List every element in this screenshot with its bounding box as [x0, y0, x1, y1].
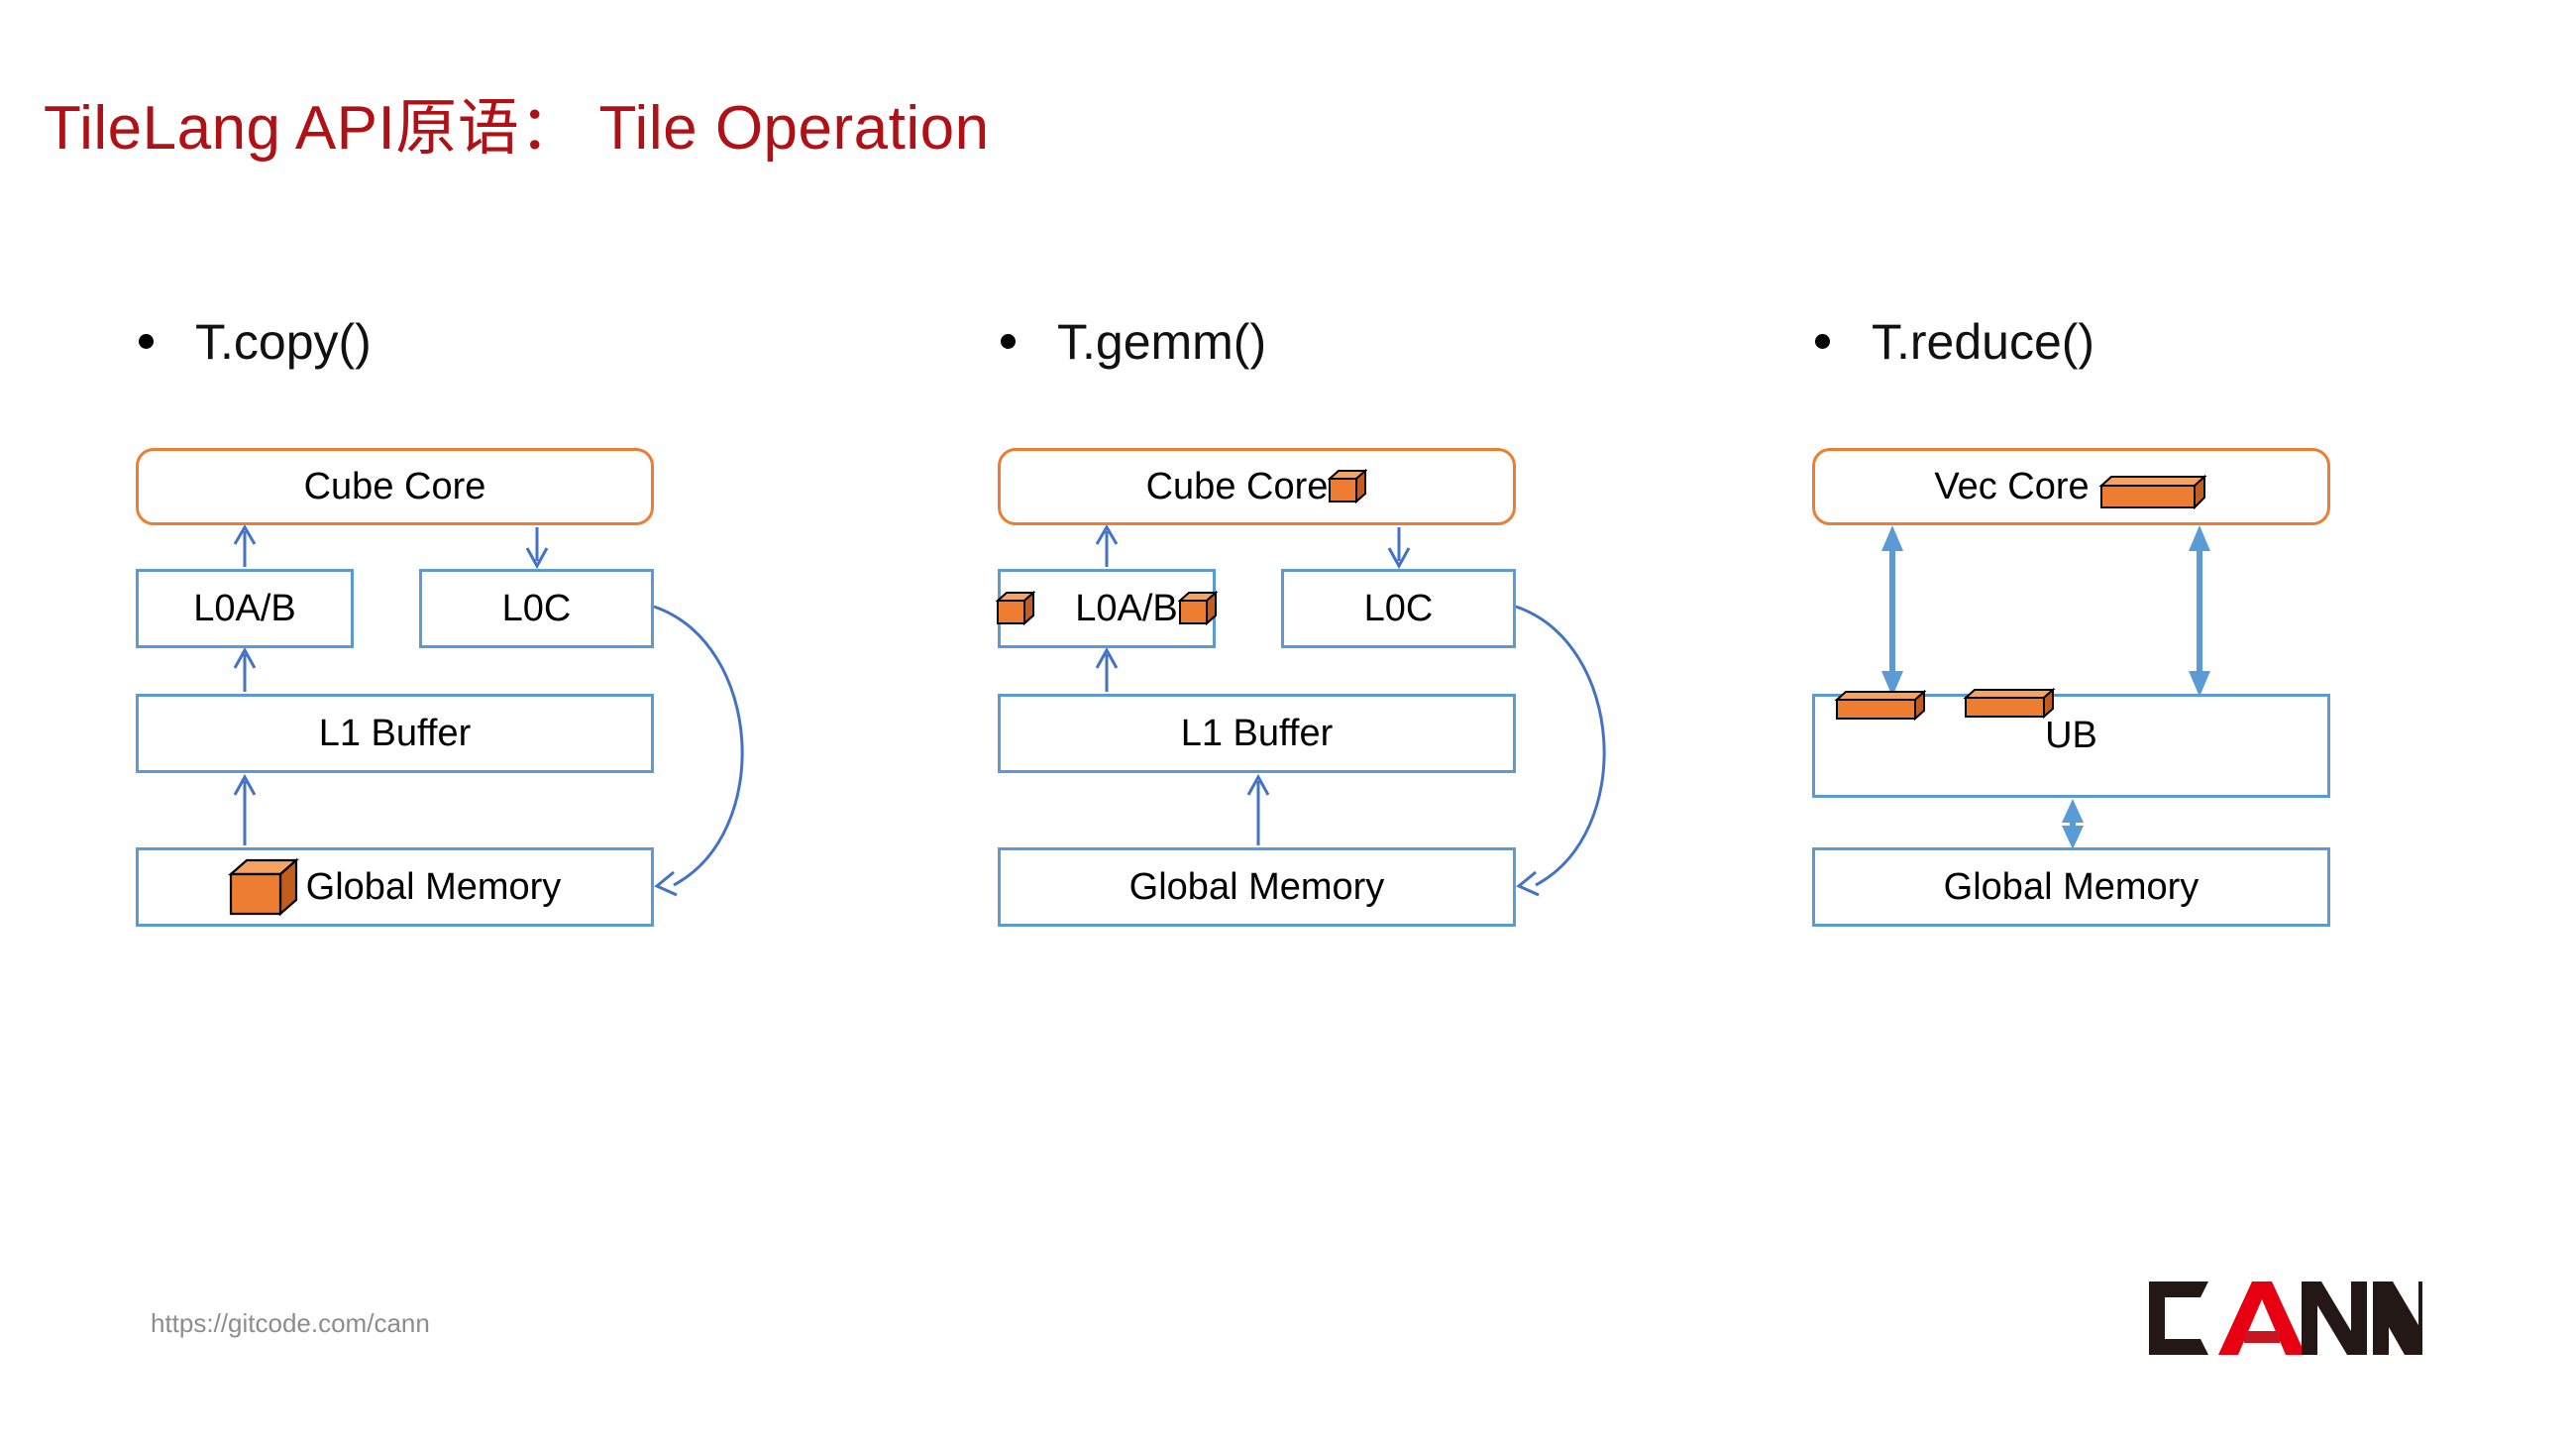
bullet-row-reduce: T.reduce() — [1815, 317, 2094, 367]
cube-icon — [1328, 469, 1368, 504]
cann-logo — [2135, 1274, 2422, 1363]
arrow-veccore-ub-left — [1881, 525, 1903, 697]
box-cube-core[interactable]: Cube Core — [998, 448, 1516, 525]
bullet-dot-icon — [1815, 334, 1830, 349]
arrow-l1-to-l0ab — [233, 646, 257, 692]
arrow-gm-to-l1 — [1246, 773, 1270, 845]
diagram-column-reduce: T.reduce() Vec Core — [1756, 0, 2509, 1090]
box-global-memory[interactable]: Global Memory — [998, 847, 1516, 927]
box-l1-buffer[interactable]: L1 Buffer — [136, 694, 654, 773]
arrow-layer-copy — [233, 524, 744, 897]
arrow-l0ab-to-core — [233, 524, 257, 567]
page-title: TileLang API原语： Tile Operation — [44, 94, 990, 163]
box-label-global-memory: Global Memory — [1128, 865, 1385, 908]
arrow-veccore-ub-right — [2189, 525, 2210, 697]
slab-icon — [1962, 687, 2057, 721]
bullet-label-copy: T.copy() — [195, 314, 372, 370]
box-cube-core[interactable]: Cube Core — [136, 448, 654, 525]
arrow-core-to-l0c — [525, 527, 549, 570]
arrow-core-to-l0c — [1387, 527, 1411, 570]
box-label-l0c: L0C — [501, 587, 572, 629]
box-label-vec-core: Vec Core — [1934, 465, 2090, 507]
box-label-l0ab: L0A/B — [1075, 587, 1178, 629]
slab-icon — [1833, 689, 1928, 723]
arrow-ub-globalmemory — [2062, 799, 2084, 849]
box-label-ub: UB — [2045, 715, 2097, 756]
box-l1-buffer[interactable]: L1 Buffer — [998, 694, 1516, 773]
box-label-l1-buffer: L1 Buffer — [1180, 712, 1334, 754]
slab-icon — [2097, 474, 2208, 511]
footer-url[interactable]: https://gitcode.com/cann — [151, 1308, 430, 1338]
box-label-cube-core: Cube Core — [303, 465, 486, 507]
bullet-row-copy: T.copy() — [139, 317, 372, 367]
box-label-l0ab: L0A/B — [193, 587, 296, 629]
diagram-column-gemm: T.gemm() Cube Core — [941, 0, 1694, 1090]
cube-icon — [1177, 591, 1218, 626]
box-global-memory[interactable]: Global Memory — [1812, 847, 2330, 927]
arrow-l0ab-to-core — [1095, 524, 1119, 567]
bullet-dot-icon — [1001, 334, 1016, 349]
box-global-memory[interactable]: Global Memory — [136, 847, 654, 927]
diagram-column-copy: T.copy() — [79, 0, 832, 1090]
bullet-row-gemm: T.gemm() — [1001, 317, 1266, 367]
arrow-l0c-to-gm-curved — [1515, 605, 1606, 897]
box-vec-core[interactable]: Vec Core — [1812, 448, 2330, 525]
bullet-label-reduce: T.reduce() — [1872, 314, 2095, 370]
arrow-l1-to-l0ab — [1095, 646, 1119, 692]
arrow-layer-reduce — [1881, 525, 2210, 849]
cube-icon — [996, 591, 1036, 626]
bullet-dot-icon — [139, 334, 154, 349]
box-l0ab[interactable]: L0A/B — [136, 569, 354, 648]
box-l0c[interactable]: L0C — [419, 569, 654, 648]
cube-icon — [227, 856, 300, 918]
box-l0ab[interactable]: L0A/B — [996, 569, 1218, 648]
arrow-l0c-to-gm-curved — [653, 605, 744, 897]
arrow-layer-gemm — [1095, 524, 1606, 897]
box-label-cube-core: Cube Core — [1145, 465, 1329, 507]
arrow-gm-to-l1 — [233, 773, 257, 845]
box-label-l1-buffer: L1 Buffer — [318, 712, 472, 754]
box-label-global-memory: Global Memory — [1943, 865, 2200, 908]
bullet-label-gemm: T.gemm() — [1057, 314, 1267, 370]
box-label-l0c: L0C — [1363, 587, 1434, 629]
box-ub[interactable]: UB — [1812, 687, 2330, 798]
box-label-global-memory: Global Memory — [305, 865, 562, 908]
box-l0c[interactable]: L0C — [1281, 569, 1516, 648]
